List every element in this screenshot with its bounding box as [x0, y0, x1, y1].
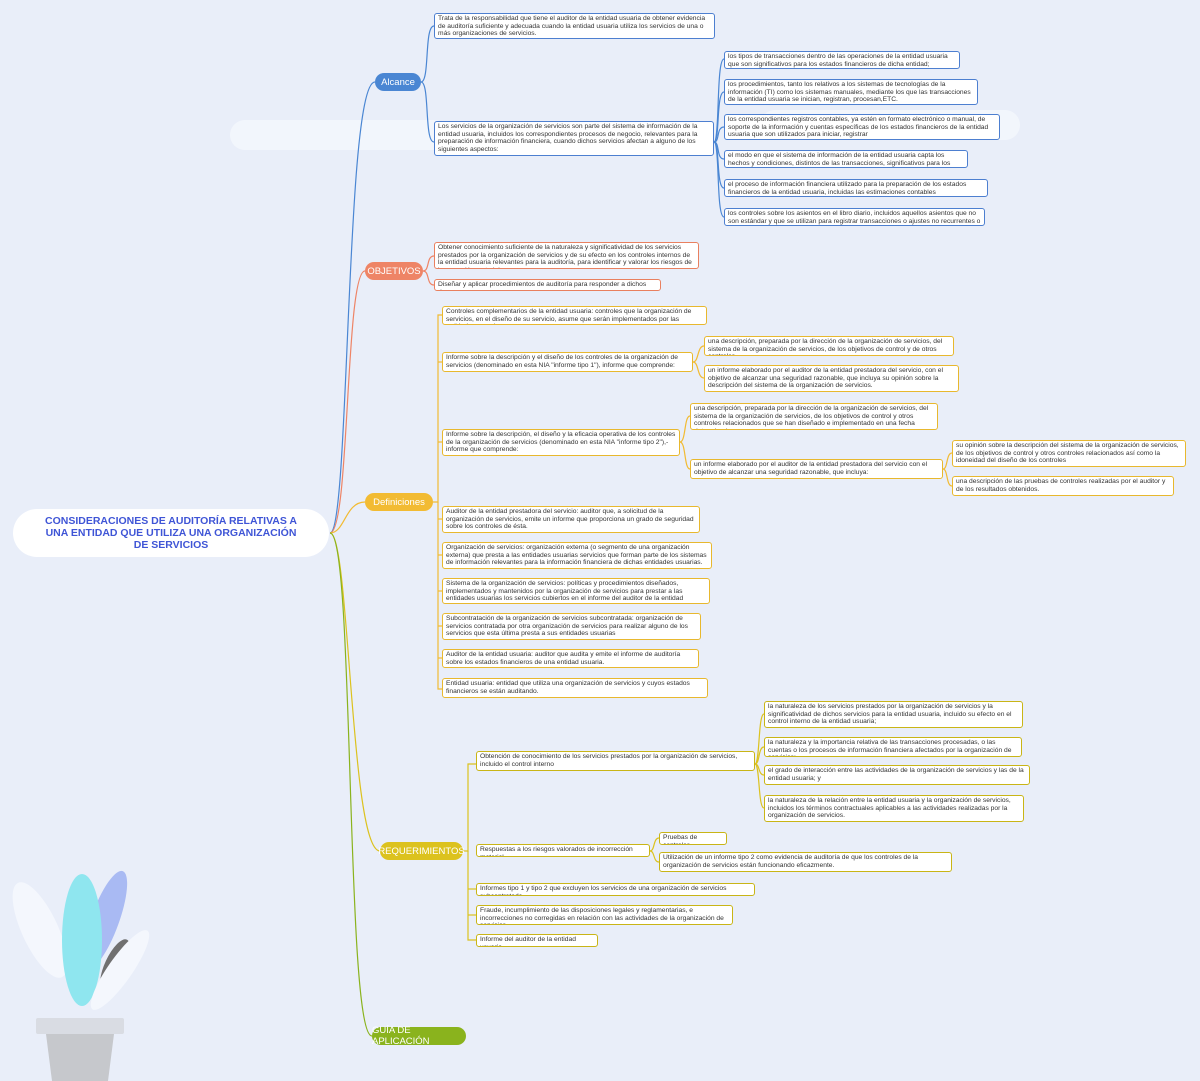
branch-definiciones[interactable]: Definiciones	[365, 493, 433, 511]
branch-alcance[interactable]: Alcance	[375, 73, 421, 91]
definicion-auditor-prestadora[interactable]: Auditor de la entidad prestadora del ser…	[442, 506, 700, 533]
requerimiento-informe-tipo2[interactable]: Utilización de un informe tipo 2 como ev…	[659, 852, 952, 872]
definicion-informe-tipo-2[interactable]: Informe sobre la descripción, el diseño …	[442, 429, 680, 456]
requerimiento-conocimiento[interactable]: Obtención de conocimiento de los servici…	[476, 751, 755, 771]
requerimiento-informes-excluyen[interactable]: Informes tipo 1 y tipo 2 que excluyen lo…	[476, 883, 755, 896]
plant-illustration	[12, 870, 150, 1081]
definicion-auditor-usuaria[interactable]: Auditor de la entidad usuaria: auditor q…	[442, 649, 699, 668]
requerimiento-fraude[interactable]: Fraude, incumplimiento de las disposicio…	[476, 905, 733, 925]
definicion-tipo2-descripcion[interactable]: una descripción, preparada por la direcc…	[690, 403, 938, 430]
requerimiento-informe-auditor[interactable]: Informe del auditor de la entidad usuari…	[476, 934, 598, 947]
alcance-aspect-5[interactable]: el proceso de información financiera uti…	[724, 179, 988, 197]
branch-guia-aplicacion[interactable]: GUÍA DE APLICACIÓN	[372, 1025, 466, 1047]
alcance-aspect-1[interactable]: los tipos de transacciones dentro de las…	[724, 51, 960, 69]
requerimiento-interaccion[interactable]: el grado de interacción entre las activi…	[764, 765, 1030, 785]
objetivo-1[interactable]: Obtener conocimiento suficiente de la na…	[434, 242, 699, 269]
alcance-node-2[interactable]: Los servicios de la organización de serv…	[434, 121, 714, 156]
requerimiento-transacciones[interactable]: la naturaleza y la importancia relativa …	[764, 737, 1022, 757]
alcance-aspect-3[interactable]: los correspondientes registros contables…	[724, 114, 1000, 140]
root-topic[interactable]: CONSIDERACIONES DE AUDITORÍA RELATIVAS A…	[13, 509, 329, 557]
alcance-aspect-6[interactable]: los controles sobre los asientos en el l…	[724, 208, 985, 226]
alcance-node-1[interactable]: Trata de la responsabilidad que tiene el…	[434, 13, 715, 39]
requerimiento-respuestas-riesgos[interactable]: Respuestas a los riesgos valorados de in…	[476, 844, 650, 857]
background-cloud	[230, 120, 450, 150]
definicion-informe-tipo-1[interactable]: Informe sobre la descripción y el diseño…	[442, 352, 693, 372]
requerimiento-naturaleza-servicios[interactable]: la naturaleza de los servicios prestados…	[764, 701, 1023, 728]
definicion-organizacion-servicios[interactable]: Organización de servicios: organización …	[442, 542, 712, 569]
definicion-tipo1-informe[interactable]: un informe elaborado por el auditor de l…	[704, 365, 959, 392]
definicion-controles-complementarios[interactable]: Controles complementarios de la entidad …	[442, 306, 707, 325]
definicion-subcontratacion[interactable]: Subcontratación de la organización de se…	[442, 613, 701, 640]
definicion-tipo2-pruebas[interactable]: una descripción de las pruebas de contro…	[952, 476, 1174, 496]
alcance-aspect-4[interactable]: el modo en que el sistema de información…	[724, 150, 968, 168]
definicion-tipo2-opinion[interactable]: su opinión sobre la descripción del sist…	[952, 440, 1186, 467]
requerimiento-relacion[interactable]: la naturaleza de la relación entre la en…	[764, 795, 1024, 822]
branch-objetivos[interactable]: OBJETIVOS	[365, 262, 423, 280]
definicion-tipo1-descripcion[interactable]: una descripción, preparada por la direcc…	[704, 336, 954, 356]
branch-requerimientos[interactable]: REQUERIMIENTOS	[378, 842, 465, 860]
objetivo-2[interactable]: Diseñar y aplicar procedimientos de audi…	[434, 279, 661, 291]
definicion-sistema-organizacion[interactable]: Sistema de la organización de servicios:…	[442, 578, 710, 604]
alcance-aspect-2[interactable]: los procedimientos, tanto los relativos …	[724, 79, 978, 105]
definicion-tipo2-informe[interactable]: un informe elaborado por el auditor de l…	[690, 459, 943, 479]
requerimiento-pruebas-controles[interactable]: Pruebas de controles	[659, 832, 727, 845]
definicion-entidad-usuaria[interactable]: Entidad usuaria: entidad que utiliza una…	[442, 678, 708, 698]
